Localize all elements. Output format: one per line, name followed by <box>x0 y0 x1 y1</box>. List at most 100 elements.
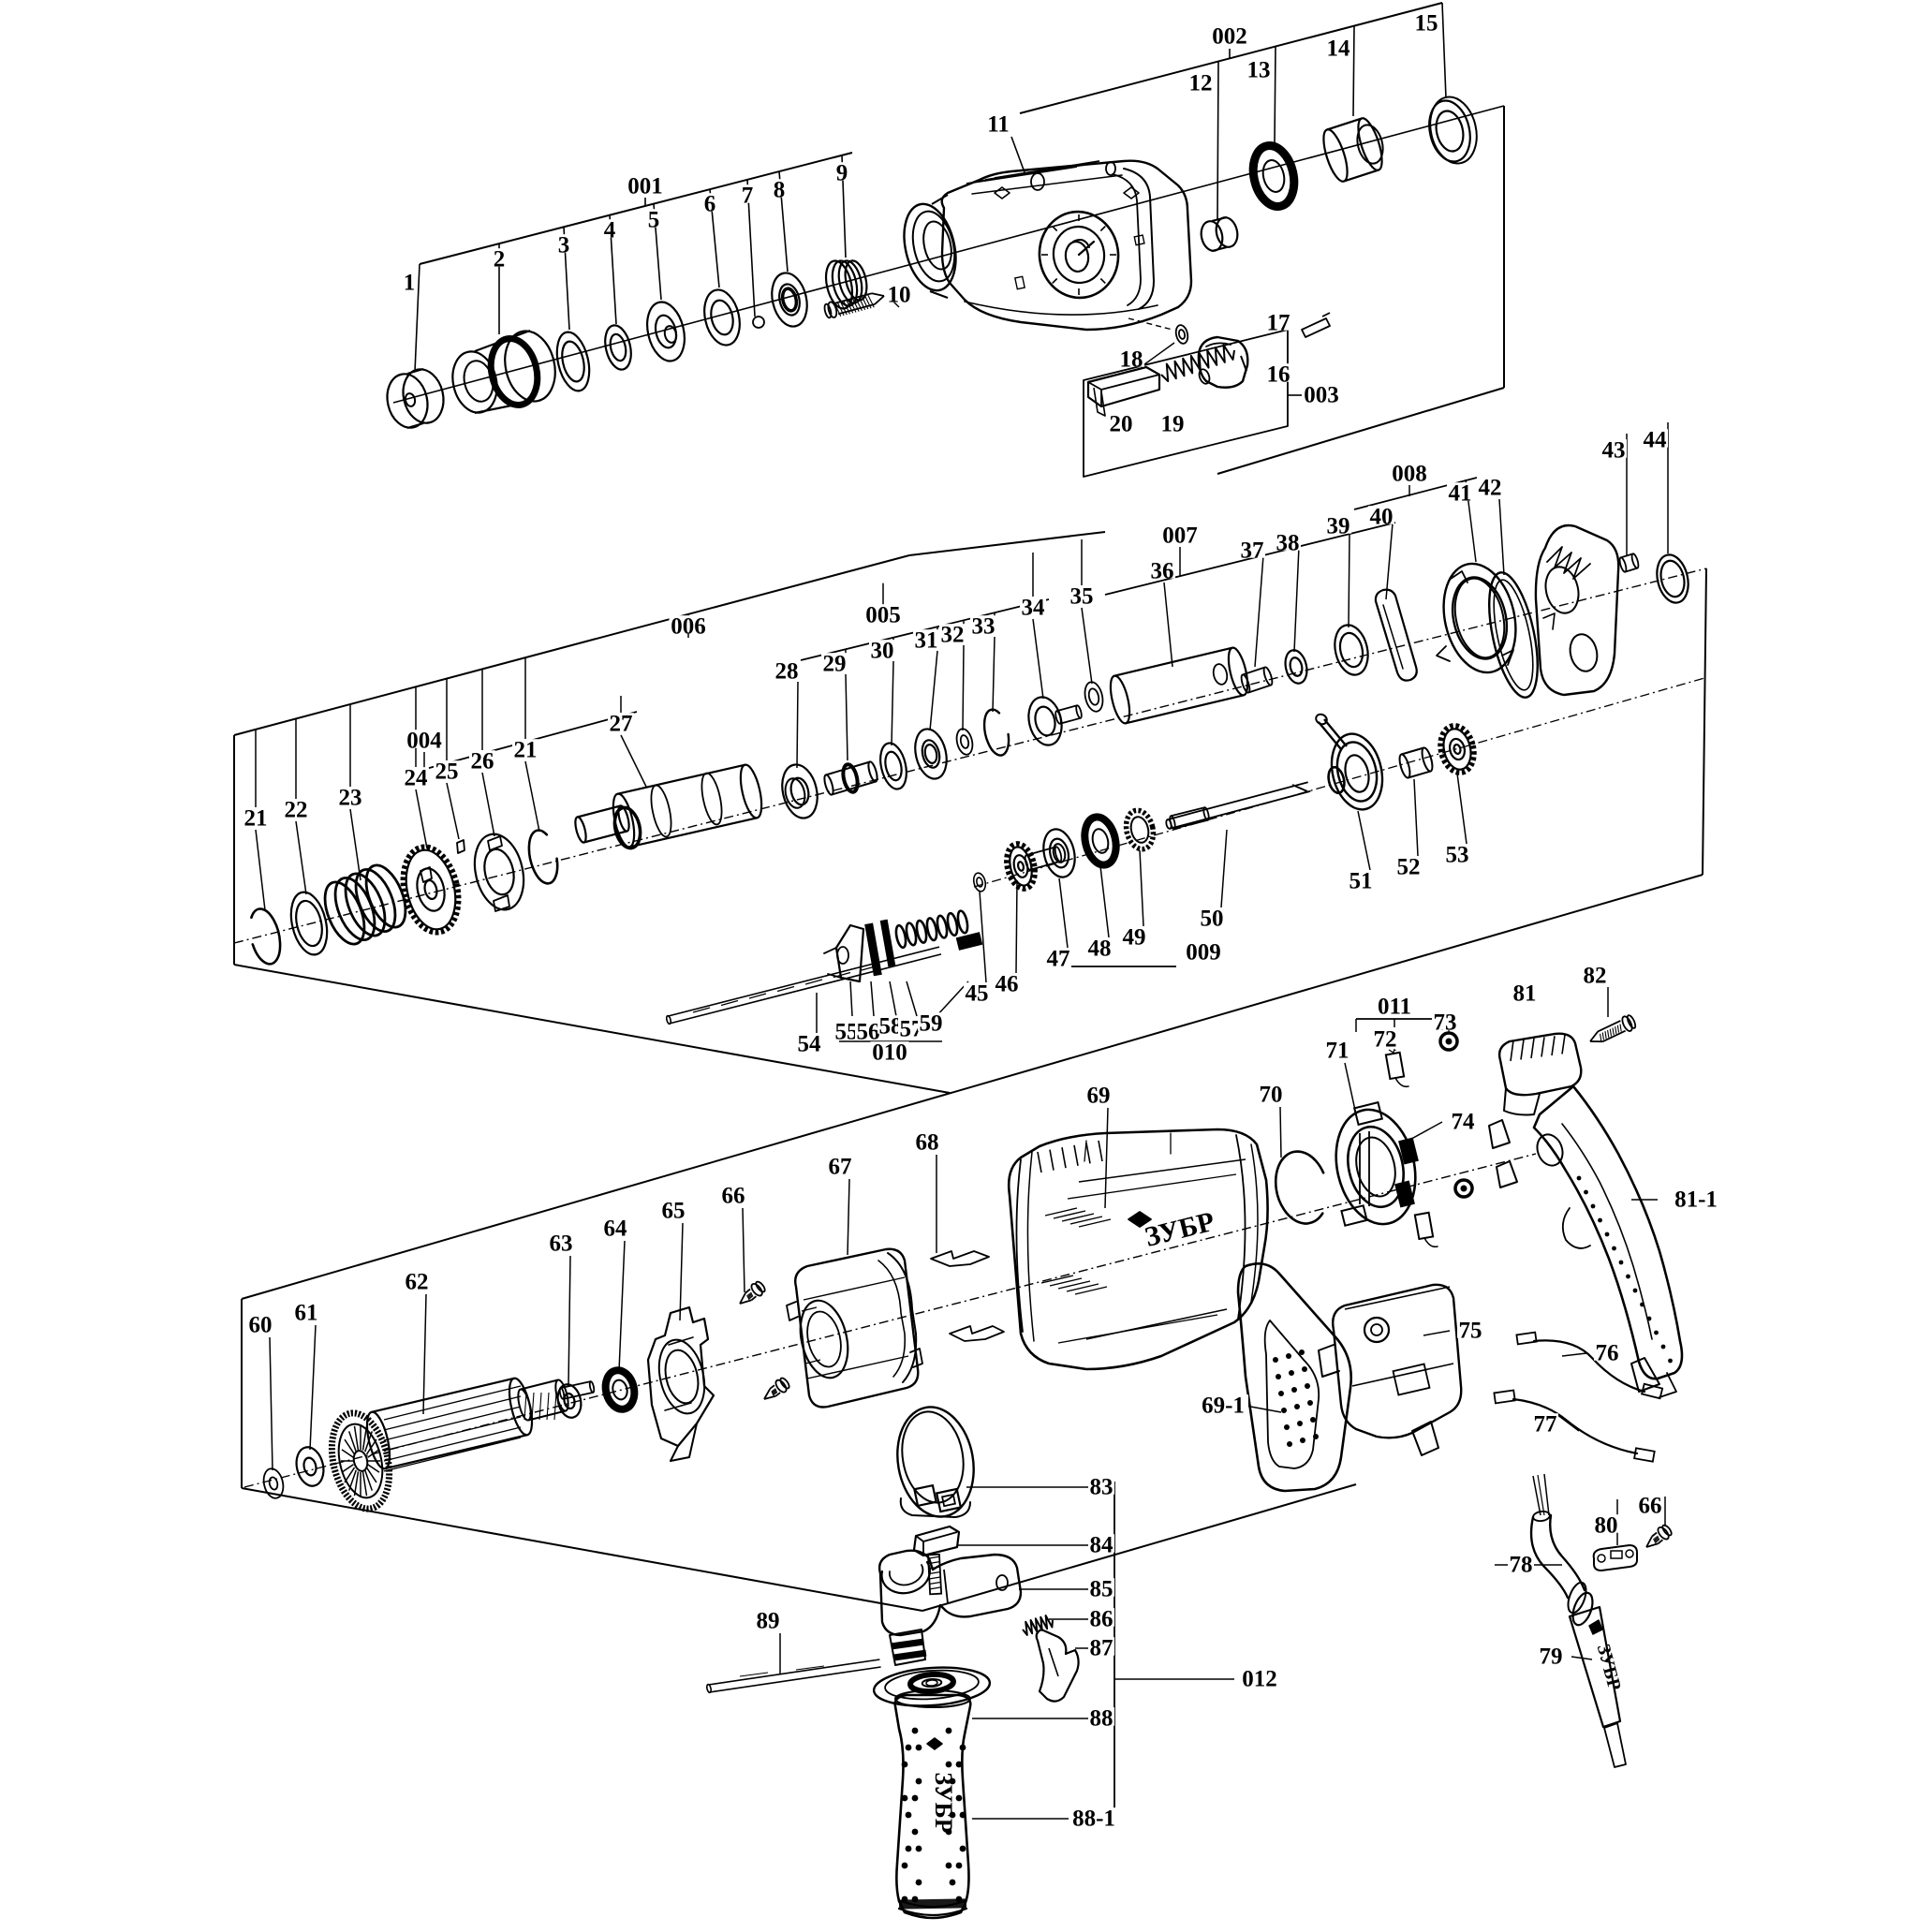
svg-text:64: 64 <box>604 1217 628 1242</box>
svg-text:79: 79 <box>1540 1644 1563 1670</box>
svg-text:81-1: 81-1 <box>1674 1187 1718 1213</box>
svg-text:14: 14 <box>1327 37 1351 62</box>
svg-text:81: 81 <box>1513 981 1537 1007</box>
svg-text:010: 010 <box>872 1040 907 1066</box>
svg-text:31: 31 <box>915 628 938 654</box>
svg-text:55: 55 <box>835 1020 859 1045</box>
svg-text:69-1: 69-1 <box>1202 1394 1245 1419</box>
svg-text:74: 74 <box>1452 1110 1476 1135</box>
svg-text:12: 12 <box>1189 71 1213 96</box>
svg-text:44: 44 <box>1644 428 1668 453</box>
svg-text:54: 54 <box>798 1032 822 1057</box>
svg-text:39: 39 <box>1327 514 1350 539</box>
svg-text:61: 61 <box>295 1301 318 1326</box>
svg-text:87: 87 <box>1090 1636 1113 1661</box>
svg-text:24: 24 <box>405 766 429 791</box>
svg-text:011: 011 <box>1378 995 1411 1020</box>
svg-text:72: 72 <box>1374 1027 1397 1053</box>
svg-text:009: 009 <box>1186 940 1221 966</box>
svg-text:18: 18 <box>1120 347 1143 373</box>
svg-text:49: 49 <box>1123 925 1146 951</box>
svg-text:17: 17 <box>1267 311 1290 336</box>
svg-text:7: 7 <box>742 184 754 209</box>
svg-text:20: 20 <box>1110 412 1133 437</box>
svg-text:28: 28 <box>775 659 799 685</box>
svg-text:69: 69 <box>1087 1084 1111 1109</box>
svg-text:47: 47 <box>1047 947 1070 972</box>
svg-text:42: 42 <box>1479 476 1502 501</box>
svg-text:004: 004 <box>406 729 442 754</box>
svg-text:008: 008 <box>1392 462 1427 487</box>
svg-text:51: 51 <box>1349 869 1373 894</box>
svg-text:5: 5 <box>648 208 660 233</box>
svg-text:002: 002 <box>1212 24 1247 50</box>
svg-text:46: 46 <box>995 972 1019 997</box>
svg-text:85: 85 <box>1090 1577 1113 1602</box>
svg-text:33: 33 <box>972 614 995 640</box>
svg-text:80: 80 <box>1595 1513 1618 1539</box>
svg-text:003: 003 <box>1304 383 1339 408</box>
svg-text:56: 56 <box>857 1020 880 1045</box>
svg-text:25: 25 <box>435 760 459 785</box>
svg-text:4: 4 <box>604 218 616 243</box>
svg-text:40: 40 <box>1370 505 1394 530</box>
svg-text:68: 68 <box>916 1130 939 1156</box>
svg-text:8: 8 <box>774 178 786 203</box>
svg-text:21: 21 <box>244 806 268 832</box>
svg-text:53: 53 <box>1446 843 1469 868</box>
svg-text:10: 10 <box>888 283 911 308</box>
svg-text:86: 86 <box>1090 1607 1113 1632</box>
svg-text:62: 62 <box>406 1270 429 1295</box>
svg-text:76: 76 <box>1596 1341 1619 1366</box>
svg-text:1: 1 <box>404 271 416 296</box>
svg-text:66: 66 <box>722 1184 745 1209</box>
svg-text:82: 82 <box>1584 964 1607 989</box>
svg-text:65: 65 <box>662 1199 686 1224</box>
svg-text:19: 19 <box>1161 412 1185 437</box>
svg-text:78: 78 <box>1510 1553 1533 1578</box>
svg-text:59: 59 <box>920 1011 943 1037</box>
svg-text:88-1: 88-1 <box>1072 1807 1115 1832</box>
svg-text:71: 71 <box>1326 1039 1349 1064</box>
svg-text:27: 27 <box>610 712 633 737</box>
svg-text:75: 75 <box>1459 1319 1482 1344</box>
svg-text:001: 001 <box>627 174 663 199</box>
svg-text:52: 52 <box>1397 855 1421 880</box>
svg-text:84: 84 <box>1090 1533 1114 1558</box>
svg-text:48: 48 <box>1088 937 1112 962</box>
svg-text:13: 13 <box>1247 58 1271 83</box>
svg-text:29: 29 <box>823 652 847 677</box>
svg-text:45: 45 <box>966 981 989 1007</box>
svg-text:88: 88 <box>1090 1706 1113 1732</box>
svg-text:43: 43 <box>1602 438 1626 464</box>
svg-text:83: 83 <box>1090 1475 1113 1500</box>
svg-text:60: 60 <box>249 1313 273 1338</box>
svg-text:006: 006 <box>671 614 706 640</box>
svg-text:26: 26 <box>471 749 494 774</box>
svg-text:38: 38 <box>1276 531 1300 556</box>
svg-text:3: 3 <box>558 233 570 258</box>
svg-text:16: 16 <box>1267 362 1290 388</box>
svg-text:70: 70 <box>1260 1083 1283 1108</box>
svg-text:35: 35 <box>1070 584 1094 610</box>
svg-text:007: 007 <box>1162 524 1198 549</box>
svg-text:11: 11 <box>987 112 1010 138</box>
svg-text:012: 012 <box>1242 1667 1277 1692</box>
svg-text:66: 66 <box>1639 1494 1662 1519</box>
svg-text:37: 37 <box>1241 538 1264 564</box>
svg-text:34: 34 <box>1022 596 1046 621</box>
svg-text:89: 89 <box>757 1609 780 1634</box>
svg-text:22: 22 <box>285 798 308 823</box>
svg-text:23: 23 <box>339 786 362 811</box>
svg-text:73: 73 <box>1434 1010 1457 1036</box>
svg-text:63: 63 <box>550 1231 573 1257</box>
svg-text:15: 15 <box>1415 11 1438 37</box>
svg-text:21: 21 <box>514 738 538 763</box>
svg-text:36: 36 <box>1151 559 1174 584</box>
svg-text:9: 9 <box>836 161 848 186</box>
svg-text:6: 6 <box>704 192 716 217</box>
svg-text:50: 50 <box>1201 907 1224 932</box>
svg-text:67: 67 <box>829 1155 852 1180</box>
svg-text:005: 005 <box>865 603 901 628</box>
svg-text:32: 32 <box>941 623 965 648</box>
